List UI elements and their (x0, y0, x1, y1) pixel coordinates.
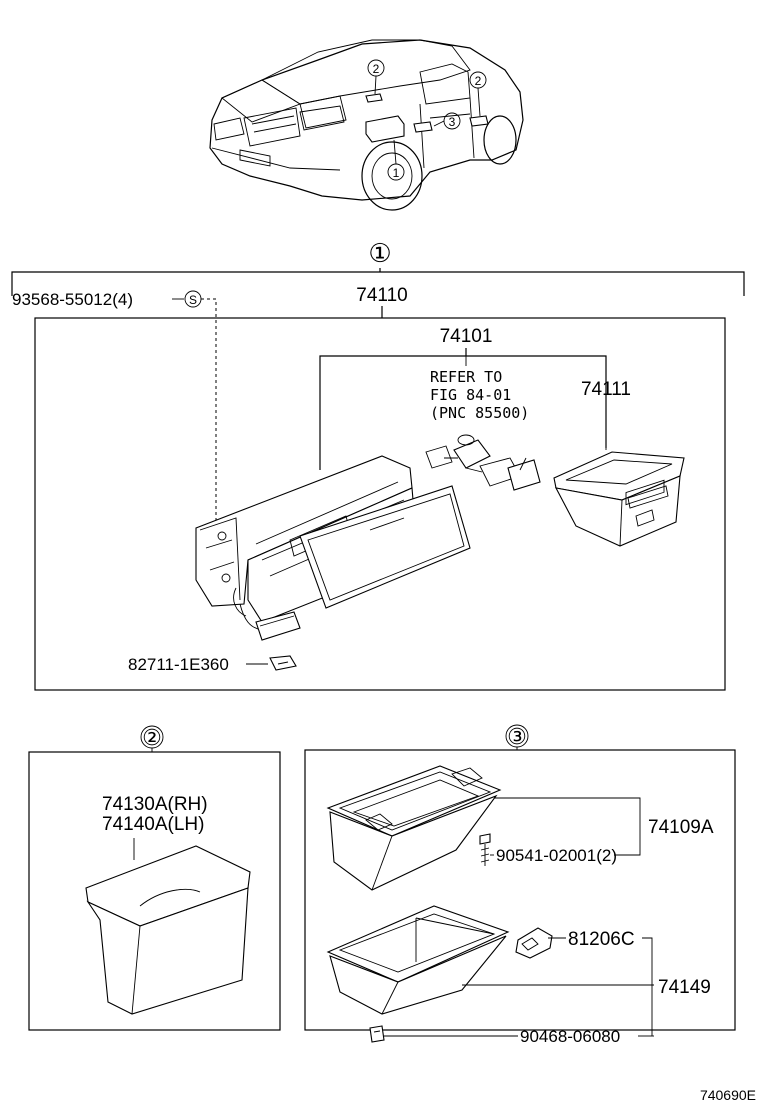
car-callout-2b: 2 (475, 74, 482, 88)
assembly-part-label: 74110 (356, 285, 407, 306)
car-callout-2a: 2 (373, 62, 380, 76)
group-1-callout: ① (368, 238, 391, 268)
upper-box-drawing (326, 765, 502, 891)
screw-symbol: S (189, 293, 197, 307)
nut-part-label: 90468-06080 (520, 1027, 620, 1046)
screw-part-label-3: 90541-02001(2) (496, 846, 617, 865)
latch-part-label: 81206C (568, 929, 635, 950)
screw-part-label: 93568-55012(4) (12, 290, 133, 309)
inner-box-part-label: 74111 (581, 379, 631, 400)
box-part-label: 74101 (440, 326, 493, 347)
group-3-callout: ③ (507, 724, 527, 749)
car-callout-1: 1 (393, 166, 400, 180)
inner-box-drawing (553, 451, 685, 547)
refer-text-line-3: (PNC 85500) (430, 404, 529, 422)
figure-code: 740690E (700, 1087, 756, 1103)
group-1: ① 74110 93568-55012(4) S 74101 REFER TO … (11, 238, 745, 691)
part-rh-label: 74130A(RH) (102, 794, 208, 815)
console-box-drawing (195, 455, 471, 641)
car-callout-3: 3 (449, 115, 456, 129)
socket-assembly-drawing (425, 434, 541, 491)
group-3: ③ 74109A 90541-02001(2) (304, 724, 736, 1046)
lower-box-part-label: 74149 (658, 977, 711, 998)
pocket-drawing (85, 845, 251, 1015)
group-2: ② 74130A(RH) 74140A(LH) (28, 725, 281, 1031)
refer-text-line-2: FIG 84-01 (430, 386, 511, 404)
clip-part-label: 82711-1E360 (128, 655, 229, 674)
lower-box-drawing (326, 905, 510, 1015)
group-2-callout: ② (142, 725, 162, 750)
refer-text-line-1: REFER TO (430, 368, 502, 386)
car-illustration: 2 2 3 1 (209, 39, 524, 211)
part-lh-label: 74140A(LH) (102, 814, 204, 835)
upper-box-part-label: 74109A (648, 817, 714, 838)
